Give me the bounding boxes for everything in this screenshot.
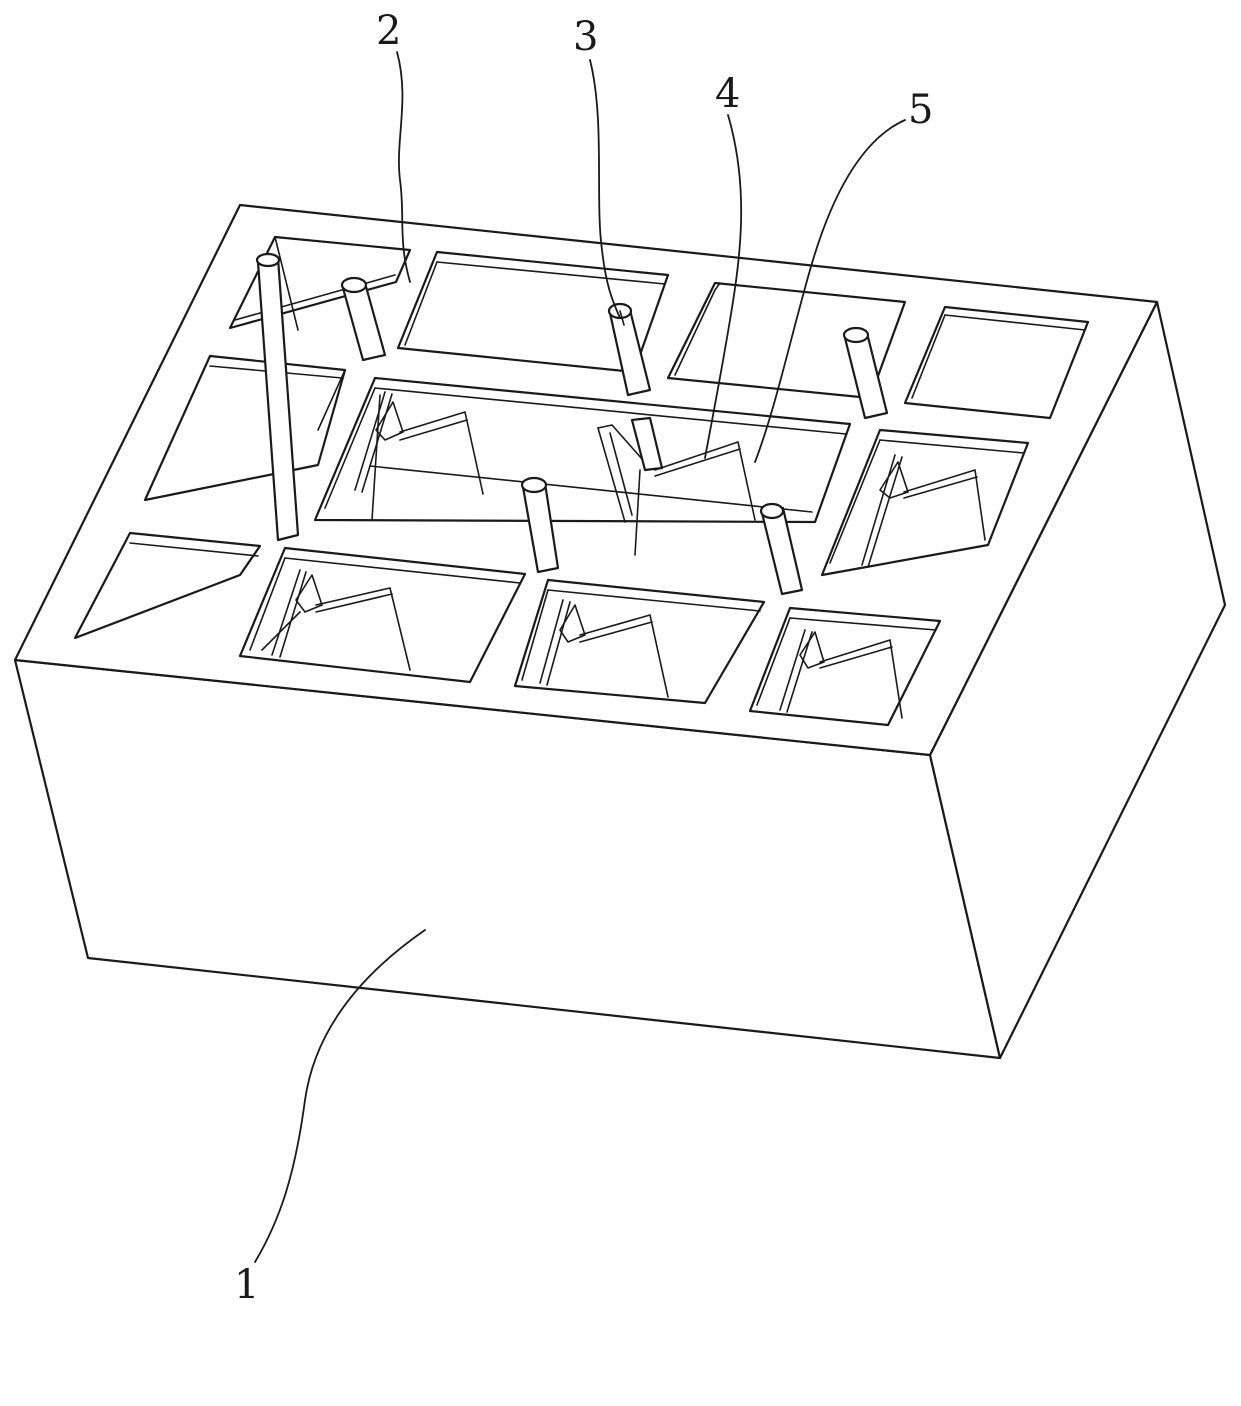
cell-opening (238, 546, 527, 684)
leader-3 (589, 59, 621, 319)
mechanism (597, 424, 756, 556)
rod (255, 252, 300, 542)
rod (842, 326, 889, 420)
cell-opening (313, 376, 852, 524)
cell-opening (73, 531, 262, 640)
cell-opening (143, 354, 347, 502)
cell-opening (228, 235, 412, 330)
rod (607, 302, 652, 397)
leader-2 (396, 51, 411, 283)
cell-opening (903, 305, 1090, 420)
rod (520, 476, 560, 574)
callout-4: 4 (715, 71, 740, 117)
mechanism (539, 599, 669, 698)
rod (759, 502, 804, 596)
mechanism (861, 454, 986, 568)
leader-1 (254, 929, 426, 1263)
callout-1: 1 (234, 1262, 259, 1308)
mechanism (779, 629, 903, 719)
rods (255, 252, 889, 596)
callouts: 1 2 3 4 5 (234, 8, 933, 1308)
callout-3: 3 (573, 14, 598, 60)
cell-inner-edges (129, 236, 1086, 706)
mechanism (354, 391, 484, 495)
cell-opening (513, 578, 766, 705)
mechanism (261, 569, 411, 671)
rod (340, 276, 387, 362)
leader-5 (754, 119, 906, 463)
leader-4 (704, 114, 743, 459)
rod (630, 416, 664, 472)
leader-lines (254, 51, 906, 1263)
callout-5: 5 (908, 87, 933, 133)
mechanisms (261, 391, 986, 719)
box-body (13, 203, 1227, 1060)
cell-opening (748, 606, 942, 727)
cell-openings (73, 235, 1090, 727)
callout-2: 2 (376, 8, 401, 54)
top-face (13, 203, 1159, 757)
cell-opening (820, 428, 1030, 577)
